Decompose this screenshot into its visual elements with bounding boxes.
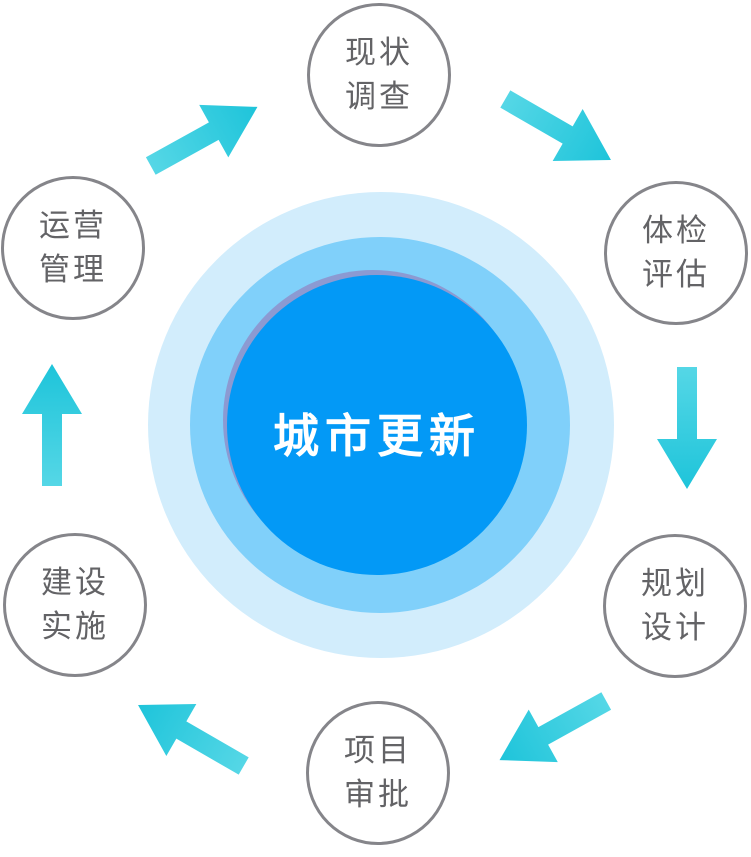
node-project-approval: 项目 审批 [306, 701, 450, 845]
node-planning-design: 规划 设计 [603, 534, 747, 678]
node-label-line: 运营 [39, 208, 107, 244]
node-construction-implementation: 建设 实施 [3, 533, 147, 677]
node-label-line: 建设 [41, 565, 109, 601]
arrow-assessment-to-planning-icon [657, 367, 717, 489]
arrow-operation-to-survey-icon [136, 80, 273, 193]
arrow-construction-to-operation-icon [22, 364, 82, 486]
node-label-line: 实施 [41, 609, 109, 645]
node-label-line: 评估 [642, 257, 710, 293]
center-circle: 城市更新 [227, 275, 527, 575]
node-label-line: 体检 [642, 213, 710, 249]
node-label-line: 设计 [641, 610, 709, 646]
node-label-line: 规划 [641, 566, 709, 602]
arrow-approval-to-construction-icon [123, 679, 259, 792]
center-title: 城市更新 [273, 409, 481, 463]
node-label-line: 调查 [345, 79, 413, 115]
node-label-line: 审批 [344, 777, 412, 813]
node-operation-management: 运营 管理 [1, 176, 145, 320]
node-status-survey: 现状 调查 [307, 3, 451, 147]
node-label-line: 管理 [39, 252, 107, 288]
node-label-line: 项目 [344, 733, 412, 769]
node-checkup-assessment: 体检 评估 [604, 181, 748, 325]
node-label-line: 现状 [345, 35, 413, 71]
arrow-planning-to-approval-icon [484, 674, 621, 787]
arrow-survey-to-assessment-icon [490, 73, 626, 186]
